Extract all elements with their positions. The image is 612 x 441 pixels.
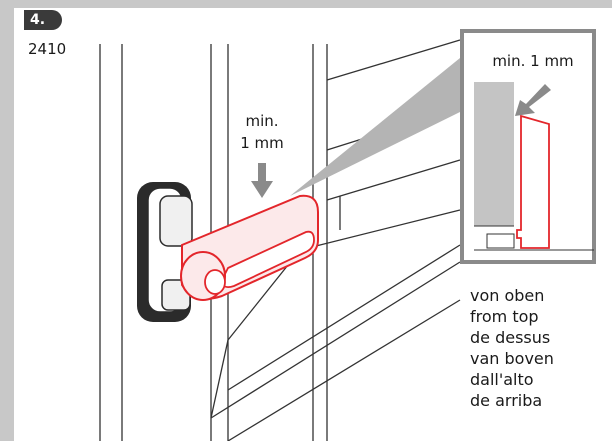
model-number: 2410: [28, 40, 67, 58]
frame-top-bar: [0, 0, 612, 8]
direction-it: dall'alto: [470, 370, 534, 389]
detail-zoom-wedge: [290, 58, 460, 196]
detail-min-label: min. 1 mm: [492, 52, 574, 70]
direction-es: de arriba: [470, 391, 543, 410]
direction-en: from top: [470, 307, 539, 326]
main-min-label: min. 1 mm: [226, 110, 298, 154]
step-badge: 4.: [24, 10, 62, 30]
handle-lever: [180, 194, 319, 301]
direction-list: von oben from top de dessus van boven da…: [470, 285, 554, 411]
down-arrow-icon: [251, 163, 273, 198]
frame-left-bar: [0, 0, 14, 441]
direction-fr: de dessus: [470, 328, 551, 347]
diagonal-arrow-icon: [515, 84, 551, 116]
main-min-label-line1: min.: [245, 112, 279, 130]
direction-de: von oben: [470, 286, 545, 305]
main-min-label-line2: 1 mm: [240, 134, 284, 152]
detail-inset: [460, 29, 596, 264]
direction-nl: van boven: [470, 349, 554, 368]
